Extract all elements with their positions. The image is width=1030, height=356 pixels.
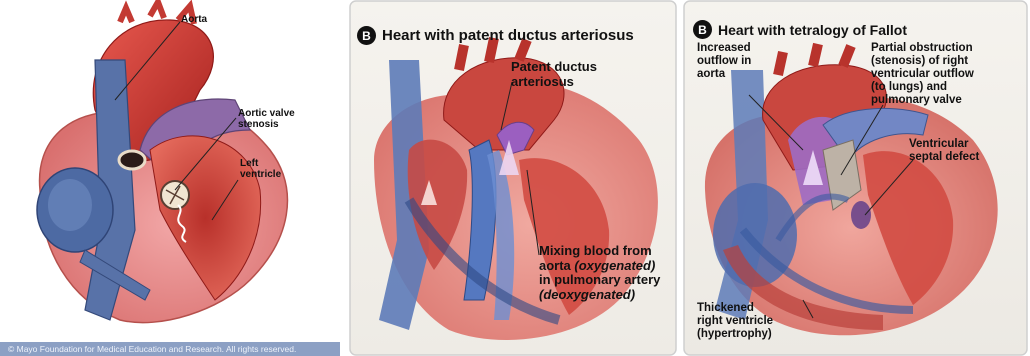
label-mixing-line2b: (oxygenated) (574, 258, 655, 273)
panel-title-tof: B Heart with tetralogy of Fallot (693, 20, 907, 39)
heart-illustration-aortic-stenosis (0, 0, 345, 356)
heart-illustration-pda (349, 0, 677, 356)
label-mixing-line3: in pulmonary artery (539, 273, 660, 288)
panel-tetralogy-of-fallot: B Heart with tetralogy of Fallot Increas… (683, 0, 1030, 356)
panel-patent-ductus-arteriosus: B Heart with patent ductus arteriosus Pa… (349, 0, 677, 356)
label-partial-obstruction: Partial obstruction (stenosis) of right … (871, 42, 974, 106)
label-left-ventricle: Left ventricle (240, 158, 281, 180)
label-increased-outflow: Increased outflow in aorta (697, 42, 751, 81)
panel-title-text: Heart with patent ductus arteriosus (382, 27, 634, 44)
label-patent-ductus-arteriosus: Patent ductus arteriosus (511, 60, 597, 89)
label-aortic-valve-stenosis: Aortic valve stenosis (238, 108, 295, 130)
panel-aortic-valve-stenosis: Aorta Aortic valve stenosis Left ventric… (0, 0, 345, 356)
label-ventricular-septal-defect: Ventricular septal defect (909, 138, 979, 164)
label-mixing-line4: (deoxygenated) (539, 288, 660, 303)
label-mixing-blood: Mixing blood from aorta (oxygenated) in … (539, 244, 660, 302)
label-mixing-line2a: aorta (539, 258, 574, 273)
label-mixing-line1: Mixing blood from (539, 244, 660, 259)
label-thickened-right-ventricle: Thickened right ventricle (hypertrophy) (697, 302, 773, 341)
panel-title-text: Heart with tetralogy of Fallot (718, 22, 907, 38)
label-mixing-line2: aorta (oxygenated) (539, 259, 660, 274)
panel-badge: B (693, 20, 712, 39)
panel-title-pda: B Heart with patent ductus arteriosus (357, 26, 634, 45)
copyright-credit: © Mayo Foundation for Medical Education … (0, 342, 340, 356)
label-mixing-line4-italic: (deoxygenated) (539, 287, 635, 302)
panel-badge: B (357, 26, 376, 45)
label-aorta: Aorta (181, 14, 207, 25)
